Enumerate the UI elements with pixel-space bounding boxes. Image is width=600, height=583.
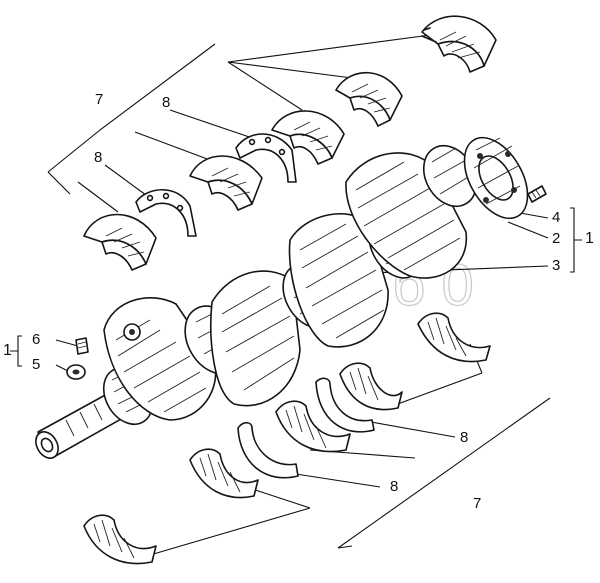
thrust-half-ring-lower-a: [315, 377, 375, 433]
thrust-half-ring-lower-b: [237, 421, 299, 479]
label-front-pin: 6: [32, 331, 41, 348]
upper-bearing-shell-5: [83, 213, 157, 271]
lower-bearing-shell-3: [275, 400, 351, 453]
flange-pin: [527, 185, 547, 203]
right-brace-1: [570, 207, 582, 273]
lower-bearing-shell-2: [339, 362, 403, 411]
label-thrust-half-ring-1: 8: [162, 94, 171, 111]
thrust-half-ring-upper-a: [235, 133, 297, 183]
label-flywheel-flange: 2: [552, 230, 561, 247]
label-bearing-shells-upper: 7: [95, 91, 104, 108]
lower-bearing-shell-4: [189, 448, 259, 499]
left-brace-1: [10, 335, 22, 367]
upper-bearing-shell-1: [421, 15, 497, 73]
label-counterweight-bolt: 3: [552, 257, 561, 274]
label-assembly-front: 1: [3, 342, 12, 359]
label-thrust-half-ring-3: 8: [460, 429, 469, 446]
upper-bearing-shell-4: [189, 155, 263, 211]
label-thrust-half-ring-2: 8: [94, 149, 103, 166]
thrust-half-ring-upper-b: [135, 189, 197, 237]
lower-bearing-shell-5: [83, 514, 157, 565]
label-thrust-half-ring-4: 8: [390, 478, 399, 495]
label-bearing-shells-lower: 7: [473, 495, 482, 512]
upper-bearing-shell-3: [271, 110, 345, 165]
upper-bearing-shell-2: [335, 71, 403, 127]
upper-bracket-7: [47, 43, 216, 195]
crankshaft: [35, 136, 529, 459]
front-washer: [66, 364, 86, 380]
label-flange-pin: 4: [552, 209, 561, 226]
lower-bearing-shell-1: [417, 312, 491, 363]
label-front-washer: 5: [32, 356, 41, 373]
front-pin: [75, 337, 89, 355]
lower-bracket-7: [337, 397, 551, 549]
label-crankshaft-assembly: 1: [585, 230, 594, 247]
